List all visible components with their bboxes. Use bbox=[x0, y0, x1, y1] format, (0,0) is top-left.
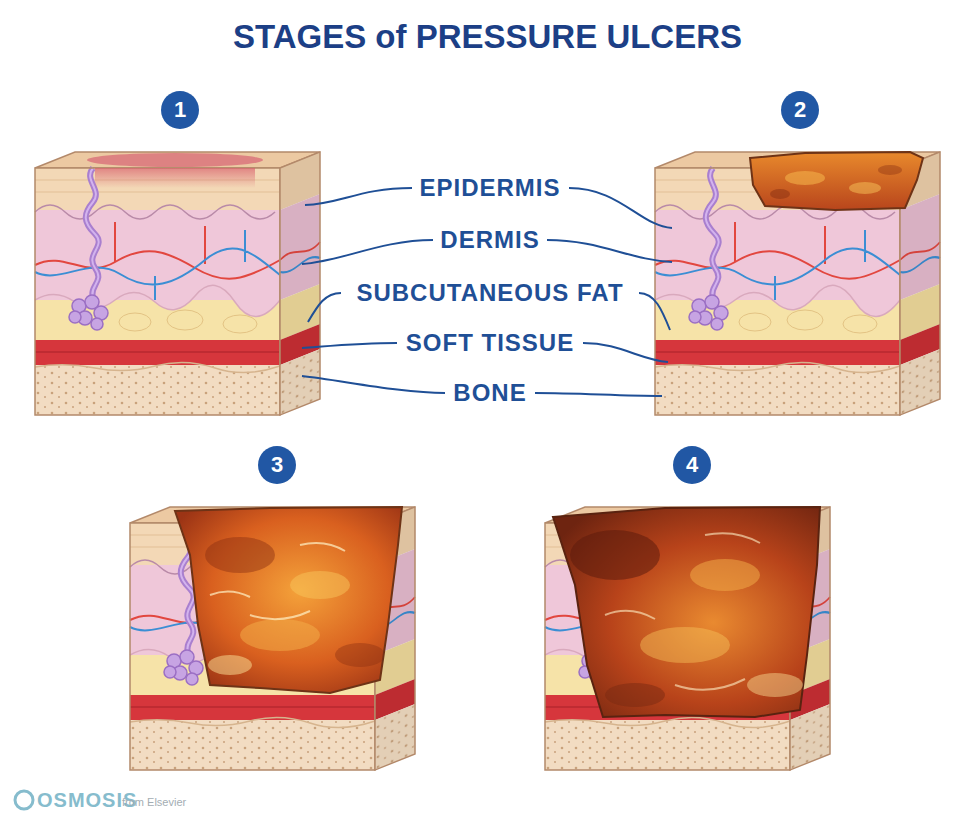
leader-line bbox=[302, 343, 397, 348]
callout-circle: 1 bbox=[161, 91, 199, 129]
skin-block bbox=[35, 152, 320, 415]
wound-bed bbox=[750, 152, 923, 210]
layer-label: DERMIS bbox=[440, 226, 539, 254]
layer-label: SUBCUTANEOUS FAT bbox=[356, 279, 623, 307]
wound-texture bbox=[747, 673, 803, 697]
layer-label: BONE bbox=[453, 379, 526, 407]
wound-texture bbox=[290, 571, 350, 599]
wound-texture bbox=[640, 627, 730, 663]
leader-lines bbox=[302, 188, 672, 396]
callout-number: 1 bbox=[174, 97, 186, 123]
wound-texture bbox=[690, 559, 760, 591]
layer-label: EPIDERMIS bbox=[419, 174, 560, 202]
wound-texture bbox=[570, 530, 660, 580]
wound-texture bbox=[570, 530, 803, 707]
wound-bed bbox=[175, 507, 402, 693]
stage1-wound bbox=[87, 153, 263, 188]
leader-line bbox=[583, 343, 668, 362]
wound-texture bbox=[770, 189, 790, 199]
wound-texture bbox=[849, 182, 881, 194]
callout-circle: 4 bbox=[673, 446, 711, 484]
callout-circle: 2 bbox=[781, 91, 819, 129]
redness bbox=[87, 153, 263, 167]
leader-line bbox=[302, 376, 445, 393]
callout-number: 3 bbox=[271, 452, 283, 478]
callout-circle: 3 bbox=[258, 446, 296, 484]
wound-texture bbox=[605, 533, 760, 690]
leader-line bbox=[535, 393, 662, 396]
wound-texture bbox=[205, 537, 275, 573]
leader-line bbox=[639, 293, 670, 330]
leader-line bbox=[302, 240, 433, 264]
leader-line bbox=[305, 188, 412, 205]
leader-line bbox=[569, 188, 672, 228]
redness bbox=[95, 168, 255, 188]
callout-number: 2 bbox=[794, 97, 806, 123]
watermark: from Elsevier bbox=[122, 796, 186, 808]
stage2-wound bbox=[750, 152, 923, 210]
stage4-wound bbox=[553, 507, 820, 717]
wound-texture bbox=[785, 171, 825, 185]
stage3-wound bbox=[175, 507, 402, 693]
wound-texture bbox=[335, 643, 385, 667]
wound-texture bbox=[605, 683, 665, 707]
wound-texture bbox=[240, 619, 320, 651]
leader-line bbox=[547, 240, 672, 262]
wound-texture bbox=[208, 655, 252, 675]
skin-block bbox=[130, 507, 415, 770]
logo-ring bbox=[15, 791, 33, 809]
wound-texture bbox=[205, 537, 385, 675]
skin-block bbox=[545, 507, 830, 770]
skin-block bbox=[655, 152, 940, 415]
diagram-title: STAGES of PRESSURE ULCERS bbox=[0, 18, 975, 56]
wound-texture bbox=[210, 543, 345, 619]
layer-label: SOFT TISSUE bbox=[406, 329, 574, 357]
callout-number: 4 bbox=[686, 452, 698, 478]
leader-line bbox=[308, 293, 341, 322]
wound-texture bbox=[878, 165, 902, 175]
wound-bed bbox=[553, 507, 820, 717]
